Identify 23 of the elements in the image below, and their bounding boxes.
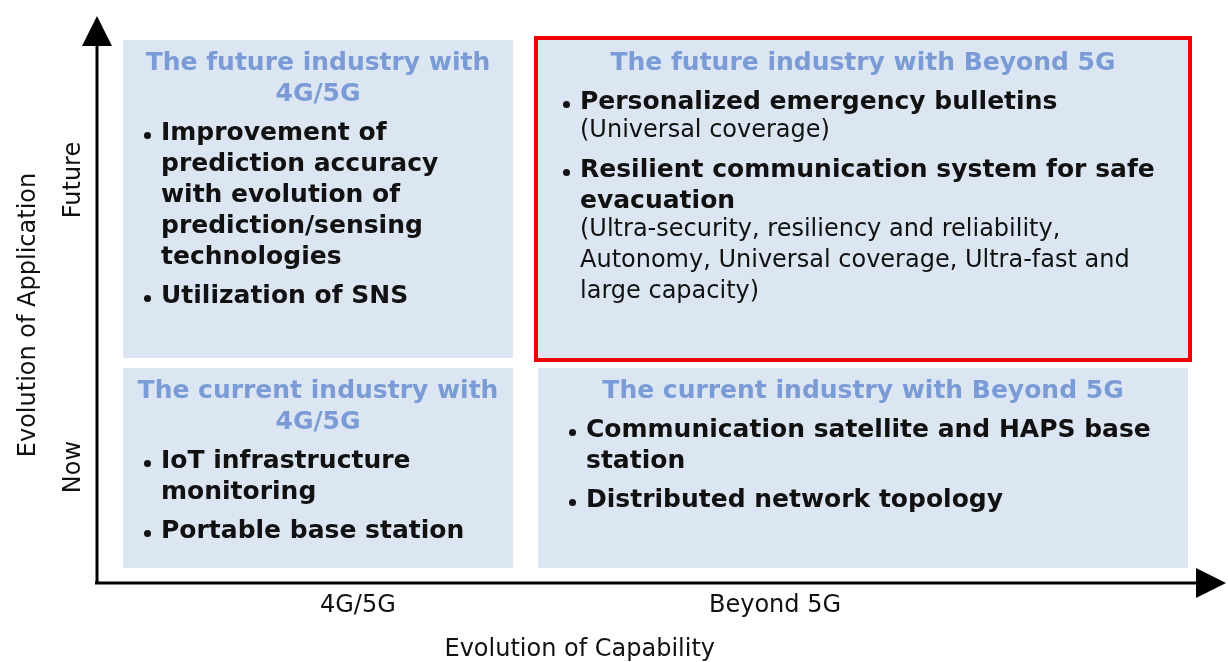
quadrant-heading: The current industry with Beyond 5G	[601, 374, 1125, 405]
bullet-item: Improvement of prediction accuracy with evolution of prediction/sensing technologies	[161, 117, 439, 270]
quadrant-panel	[123, 368, 513, 568]
quadrant-heading: The future industry with 4G/5G	[144, 46, 492, 108]
quadrant-heading: The future industry with Beyond 5G	[609, 46, 1117, 77]
bullet-item: Communication satellite and HAPS base station	[586, 414, 1151, 474]
bullet-item: Portable base station	[161, 515, 465, 544]
note-text: (Universal coverage)	[579, 114, 831, 145]
quadrant-panel	[538, 368, 1188, 568]
axis-label: Evolution of Capability	[444, 634, 716, 662]
bullet-item: Utilization of SNS	[161, 280, 409, 309]
axis-label: 4G/5G	[320, 590, 396, 618]
bullet-item: IoT infrastructure monitoring	[161, 445, 411, 505]
quadrant-panel	[123, 40, 513, 358]
bullet-item: Resilient communication system for safe evacuation	[580, 154, 1155, 214]
axis-label: Beyond 5G	[709, 590, 842, 618]
bullet-item: Personalized emergency bulletins	[580, 86, 1058, 115]
axis-label: Evolution of Application	[13, 172, 42, 458]
axis-label: Now	[58, 440, 87, 494]
axis-label: Future	[58, 141, 87, 219]
bullet-item: Distributed network topology	[586, 484, 1004, 513]
note-text: (Ultra-security, resiliency and reliability, Autonomy, Universal coverage, Ultra-fast and large capacity)	[579, 213, 1131, 306]
quadrant-heading: The current industry with 4G/5G	[136, 374, 500, 436]
